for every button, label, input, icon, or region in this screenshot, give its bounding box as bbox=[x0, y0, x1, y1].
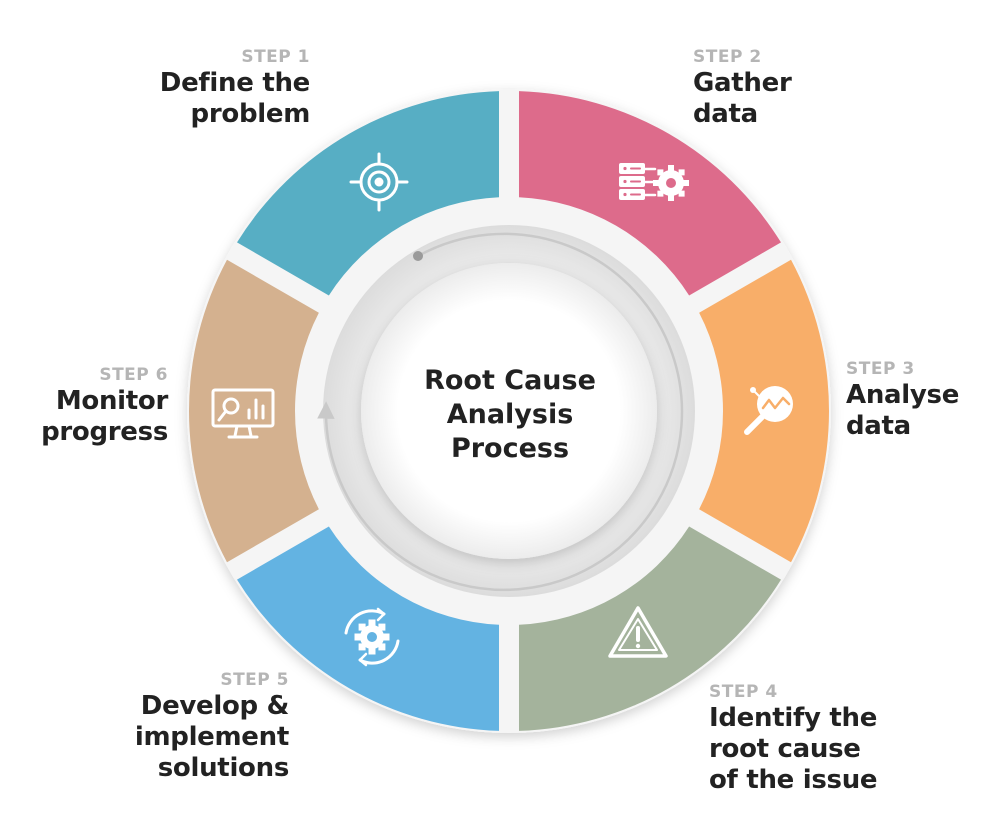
step-4-title: Identify the root cause of the issue bbox=[709, 703, 878, 795]
inner-disc bbox=[361, 263, 657, 559]
step-6-number: STEP 6 bbox=[99, 365, 168, 385]
step-1-title: Define the problem bbox=[159, 68, 311, 129]
segment-step-6 bbox=[189, 259, 319, 563]
step-5-number: STEP 5 bbox=[220, 670, 289, 690]
step-4-label: STEP 4 Identify the root cause of the is… bbox=[709, 681, 969, 796]
cycle-track-start-dot bbox=[413, 251, 423, 261]
target-icon bbox=[349, 152, 409, 212]
step-6-title: Monitor progress bbox=[41, 386, 168, 447]
step-2-title: Gather data bbox=[693, 68, 792, 129]
step-2-label: STEP 2 Gather data bbox=[693, 46, 923, 130]
step-2-number: STEP 2 bbox=[693, 47, 762, 67]
step-3-number: STEP 3 bbox=[846, 359, 915, 379]
icon-group bbox=[211, 152, 793, 667]
segment-step-1 bbox=[237, 91, 500, 296]
monitor-analytics-icon bbox=[211, 388, 275, 439]
server-gear-icon bbox=[619, 163, 689, 201]
step-1-number: STEP 1 bbox=[241, 47, 310, 67]
gear-cycle-icon bbox=[344, 607, 400, 667]
step-4-number: STEP 4 bbox=[709, 682, 778, 702]
segment-step-2 bbox=[518, 91, 781, 296]
step-5-title: Develop & implement solutions bbox=[134, 691, 289, 783]
warning-icon bbox=[608, 606, 668, 658]
magnifier-chart-icon bbox=[744, 386, 793, 435]
step-3-title: Analyse data bbox=[846, 380, 960, 441]
step-6-label: STEP 6 Monitor progress bbox=[10, 364, 168, 448]
step-3-label: STEP 3 Analyse data bbox=[846, 358, 996, 442]
cycle-track-arrow bbox=[317, 232, 684, 592]
step-5-label: STEP 5 Develop & implement solutions bbox=[60, 669, 289, 784]
step-1-label: STEP 1 Define the problem bbox=[80, 46, 311, 130]
diagram-title: Root Cause Analysis Process bbox=[424, 365, 596, 464]
